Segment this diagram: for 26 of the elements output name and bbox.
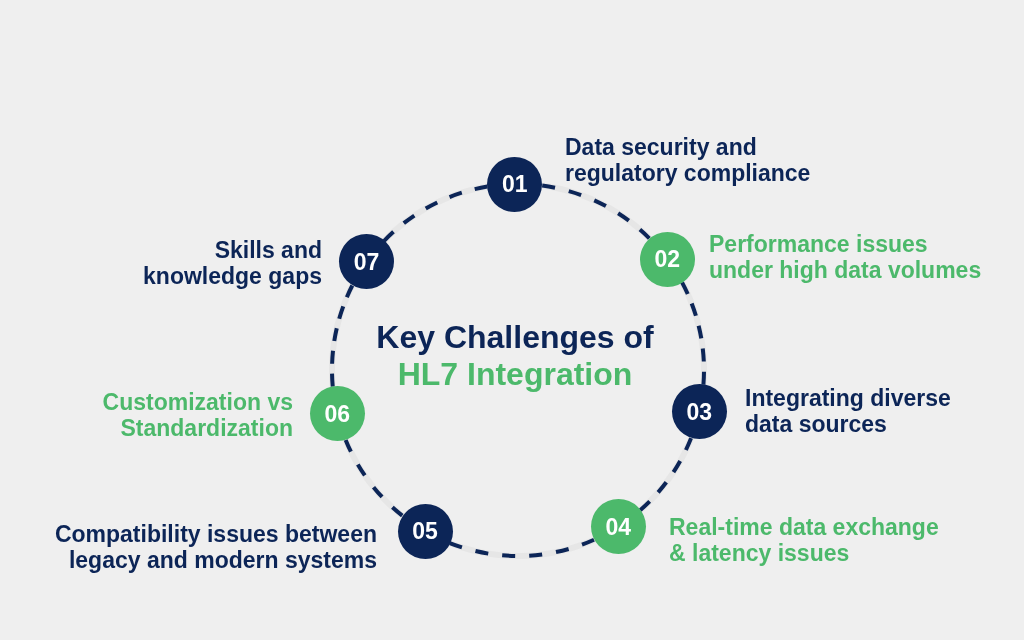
step-circle (397, 503, 453, 559)
challenge-label: Skills and knowledge gaps (142, 237, 322, 289)
step-number: 03 (686, 399, 712, 424)
step-circle (639, 231, 695, 287)
challenge-label: Customization vs Standardization (101, 389, 293, 441)
step-number: 07 (353, 250, 380, 274)
step-circle (590, 499, 646, 555)
step-number: 05 (412, 519, 438, 544)
dashed-connector (382, 184, 488, 243)
dashed-connector (680, 281, 706, 385)
challenge-label: Integrating diverse data sources (745, 385, 952, 437)
step-number: 06 (324, 401, 350, 426)
step-circle (339, 234, 395, 290)
challenge-label: Performance issues under high data volumes (709, 231, 983, 283)
step-number: 04 (605, 514, 631, 539)
dashed-connector (638, 437, 693, 512)
step-number: 01 (501, 172, 528, 196)
challenge-label: Real-time data exchange & latency issues (669, 514, 940, 566)
challenge-label: Compatibility issues between legacy and modern systems (53, 521, 377, 573)
challenge-label: Data security and regulatory compliance (565, 134, 812, 186)
diagram-title: Key Challenges of HL7 Integration (375, 319, 655, 393)
dashed-connector (330, 284, 355, 387)
dashed-connector (449, 537, 595, 558)
dashed-connector (343, 439, 404, 518)
step-number: 02 (654, 247, 681, 272)
dashed-connector (541, 183, 651, 240)
